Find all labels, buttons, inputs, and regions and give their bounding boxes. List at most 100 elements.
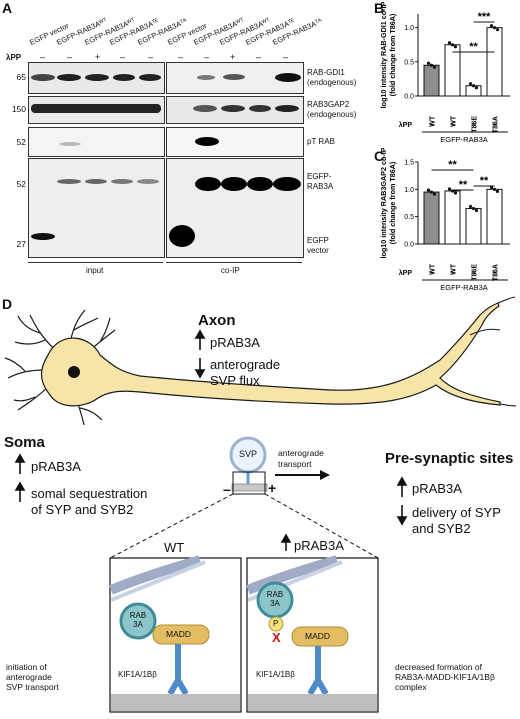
lambda-pp-sign: – [40,52,46,62]
blot-rab-gdi1-input [28,62,165,94]
bar [444,190,461,245]
presyn-line1: pRAB3A [412,481,462,496]
data-point [474,208,479,213]
band [139,74,161,81]
panel-d-label: D [2,296,13,312]
lambda-pp-sign: – [471,268,476,277]
band [59,142,81,146]
soma-line3: of SYP and SYB2 [31,502,134,517]
lambda-pp-label: λPP [6,53,22,62]
wt-microtubule [111,694,240,711]
left-caption: initiation of anterograde SVP transport [6,662,59,692]
bar [486,27,503,97]
axon-arrows [194,329,206,379]
bar [423,191,440,245]
axon-line2: anterograde [210,357,281,372]
right-caption-line: complex [395,682,427,692]
blot-rab-gdi1-coip [166,62,304,94]
presyn-line3: and SYB2 [412,521,471,536]
mw-27: 27 [16,239,26,249]
data-point [447,187,452,191]
data-point [492,26,497,30]
y-tick-label: 1.0 [404,187,414,194]
presyn-arrows [396,476,408,526]
y-tick-label: 0.0 [404,242,414,249]
zoom-line-left [109,493,234,559]
lambda-pp-sign: – [429,120,434,129]
axon-line1: pRAB3A [210,335,260,350]
axon-line3: SVP flux [210,373,260,388]
panel-c-chart: 0.00.51.01.5WT–WT+T86E–T86A–λPPEGFP-RAB3… [379,148,510,292]
band [85,179,107,184]
neuron-soma [40,302,501,407]
data-point [489,24,494,28]
x-category-label: WT [451,263,458,275]
prab-membrane [246,555,339,595]
soma-title: Soma [4,434,45,451]
panel-b-label: B [374,0,385,16]
x-category-label: T86A [493,116,500,133]
wt-kif-label: KIF1A/1Bβ [118,670,157,679]
label-pt-rab: pT RAB [307,137,335,146]
blot-egfp-coip [166,158,304,258]
soma-line2: somal sequestration [31,486,148,501]
significance-stars: ** [448,159,457,171]
data-point [468,82,473,86]
blot-rab3gap2-coip [166,96,304,124]
right-caption: decreased formation of RAB3A-MADD-KIF1A/… [395,662,495,692]
wt-box-title: WT [164,540,185,555]
lambda-pp-sign: + [95,52,101,62]
lambda-pp-row: λPP [6,53,21,62]
band [193,105,217,112]
prab-kif-label: KIF1A/1Bβ [256,670,295,679]
presyn-title: Pre-synaptic sites [385,450,514,467]
transport-label: transport [278,459,312,469]
prab-box-title: pRAB3A [294,538,344,553]
right-caption-line: RAB3A-MADD-KIF1A/1Bβ [395,672,495,682]
anterograde-label: anterograde [278,448,324,458]
lambda-pp-sign: – [148,52,154,62]
mw-52a: 52 [16,137,26,147]
anterograde-arrowhead [320,470,330,480]
panel-c-label: C [374,148,385,164]
band [247,177,273,191]
nucleus [68,366,80,378]
wt-membrane [109,555,202,595]
lambda-pp-sign: – [492,268,497,277]
x-category-label: T86E [472,116,479,133]
x-category-label: WT [451,115,458,127]
significance-stars: ** [459,179,468,191]
lambda-pp-sign: – [283,52,289,62]
y-axis-label: log10 intensity RAB3GAP2 co-IP(fold chan… [379,148,397,259]
band [275,73,301,82]
label-egfp-rab3a: EGFP-RAB3A [307,172,334,191]
prab-rab3a-label: RAB 3A [266,590,284,608]
significance-stars: *** [478,11,492,23]
x-group-label: EGFP-RAB3A [440,135,488,144]
label-egfp-vector: EGFP vector [307,236,329,255]
neuron-illustration [4,296,517,713]
band [31,104,161,113]
data-point [432,65,437,69]
band [221,105,245,112]
lambda-pp-sign: + [450,120,455,129]
band [275,105,299,112]
minus-end: – [223,481,231,497]
data-point [429,190,434,194]
group-input: input [86,266,104,275]
band [57,74,81,81]
left-caption-line: anterograde [6,672,52,682]
lambda-pp-sign: – [492,120,497,129]
soma-arrows [14,453,26,502]
label-rab3gap2: RAB3GAP2 (endogenous) [307,100,357,119]
soma-line1: pRAB3A [31,459,81,474]
left-caption-line: SVP transport [6,682,59,692]
zoom-box [232,471,266,495]
data-point [432,192,437,196]
band [85,74,109,81]
data-point [492,187,497,191]
prab-kinesin [307,646,329,696]
lambda-pp-sign: – [256,52,262,62]
data-point [495,189,500,193]
terminals [469,296,517,407]
